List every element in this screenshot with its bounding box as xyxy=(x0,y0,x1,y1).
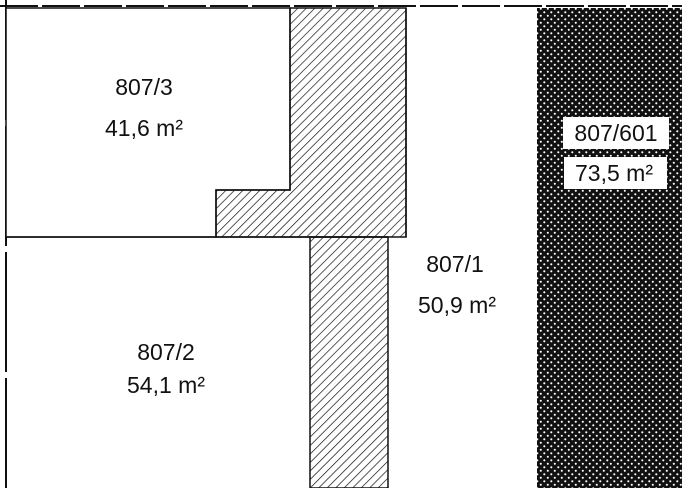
parcel-807-1-area: 50,9 m² xyxy=(418,292,496,318)
parcel-807-601-area: 73,5 m² xyxy=(575,160,653,186)
label-bg-807-601-area xyxy=(564,157,667,189)
parcel-807-601-id: 807/601 xyxy=(574,120,657,146)
parcel-807-1-id: 807/1 xyxy=(426,251,484,277)
parcel-807-2-id: 807/2 xyxy=(137,339,195,365)
label-bg-807-601-id xyxy=(563,117,669,149)
parcel-807-601-area xyxy=(537,8,682,488)
parcel-807-3-area: 41,6 m² xyxy=(105,115,183,141)
parcel-807-3-id: 807/3 xyxy=(115,74,173,100)
parcel-807-2-area: 54,1 m² xyxy=(127,372,205,398)
hatched-strip-lower xyxy=(309,236,389,488)
